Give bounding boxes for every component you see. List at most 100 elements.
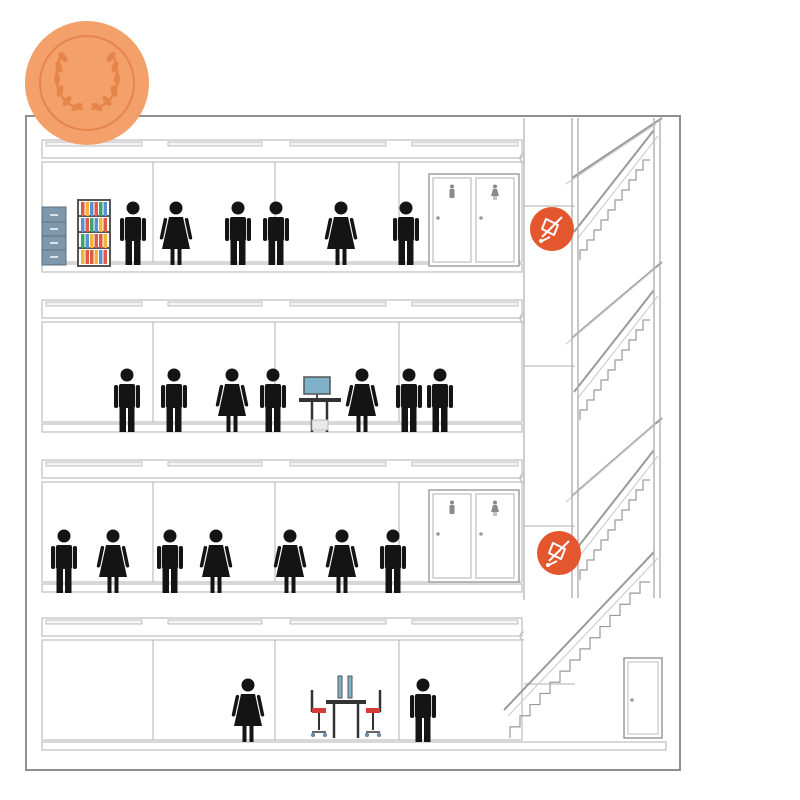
- book: [85, 202, 89, 216]
- book: [90, 202, 94, 216]
- laurel-branch: [90, 52, 120, 111]
- office-chair: [364, 690, 382, 738]
- handrail-inner: [577, 455, 659, 559]
- standing-desk: [299, 376, 341, 432]
- laurel-leaf: [54, 73, 60, 85]
- wall-joint: [519, 313, 525, 323]
- male-restroom-icon: [449, 184, 455, 198]
- door-knob: [479, 532, 483, 536]
- occupants: [51, 201, 453, 742]
- handrail: [573, 449, 655, 553]
- handrail-inner: [565, 123, 657, 185]
- book: [81, 250, 85, 264]
- stair-steps: [579, 479, 650, 580]
- handrail-inner: [577, 295, 659, 399]
- exit-door: [623, 657, 663, 739]
- laurel-wreath-badge-icon: [25, 21, 149, 145]
- building-outline: [25, 115, 681, 771]
- book: [94, 218, 98, 232]
- chair-seat: [312, 708, 326, 713]
- ceiling-light: [411, 141, 519, 147]
- laurel-leaf: [56, 85, 64, 97]
- restroom-door-female: [475, 493, 515, 579]
- book: [94, 250, 98, 264]
- stair-flight: [573, 129, 659, 260]
- male-person-icon: [260, 368, 286, 432]
- female-person-icon: [96, 529, 130, 593]
- ceiling-light: [411, 619, 519, 625]
- laurel-leaf: [62, 96, 72, 106]
- ceiling-beam: [41, 139, 523, 159]
- stair-flight: [565, 117, 663, 185]
- book: [85, 234, 89, 248]
- wall-joint: [519, 631, 525, 641]
- desk-top: [299, 398, 341, 402]
- laurel-branch: [54, 52, 84, 111]
- handrail: [573, 289, 655, 393]
- stair-flight: [573, 289, 659, 420]
- exit-door-panel: [627, 661, 659, 735]
- male-person-icon: [120, 201, 146, 265]
- door-knob: [479, 216, 483, 220]
- male-person-icon: [51, 529, 77, 593]
- monitor: [337, 675, 343, 699]
- staircase: [503, 117, 663, 738]
- book: [99, 234, 103, 248]
- male-person-icon: [161, 368, 187, 432]
- female-person-icon: [324, 201, 358, 265]
- book: [103, 202, 107, 216]
- laurel-leaf: [71, 103, 83, 111]
- ceiling-light: [45, 619, 143, 625]
- female-person-icon: [159, 201, 193, 265]
- floor-slab: [41, 741, 667, 751]
- book: [103, 218, 107, 232]
- handrail-inner: [565, 267, 657, 345]
- female-person-icon: [199, 529, 233, 593]
- book: [94, 234, 98, 248]
- male-restroom-icon: [449, 500, 455, 514]
- stair-steps: [579, 319, 650, 420]
- ceiling-beam: [41, 617, 523, 637]
- laurel-leaf: [106, 52, 116, 62]
- book: [94, 202, 98, 216]
- handrail: [571, 117, 663, 179]
- ceiling-light: [45, 301, 143, 307]
- door-knob: [436, 532, 440, 536]
- handrail: [503, 551, 655, 711]
- laurel-leaf: [102, 96, 112, 106]
- female-person-icon: [325, 529, 359, 593]
- evacuation-chair-icon: [530, 207, 574, 251]
- female-restroom-icon: [491, 500, 499, 516]
- stair-flight: [573, 449, 659, 580]
- book: [99, 218, 103, 232]
- restroom-doors: [428, 173, 520, 267]
- male-person-icon: [427, 368, 453, 432]
- male-person-icon: [410, 678, 436, 742]
- ceiling-light: [411, 301, 519, 307]
- ceiling-light: [289, 301, 387, 307]
- desk-top: [326, 700, 366, 704]
- ceiling-light: [167, 461, 263, 467]
- book: [90, 218, 94, 232]
- female-restroom-icon: [491, 184, 499, 200]
- evacuation-chair-icon: [537, 531, 581, 575]
- handrail: [573, 129, 655, 233]
- stair-flight: [503, 551, 659, 738]
- handrail-inner: [565, 423, 657, 503]
- male-person-icon: [263, 201, 289, 265]
- book: [99, 250, 103, 264]
- book: [85, 218, 89, 232]
- laurel-leaf: [55, 61, 63, 73]
- book: [90, 250, 94, 264]
- book: [90, 234, 94, 248]
- bookshelf: [77, 199, 111, 267]
- book: [81, 218, 85, 232]
- female-person-icon: [215, 368, 249, 432]
- book: [85, 250, 89, 264]
- floor-level: [41, 617, 667, 751]
- laurel-leaf: [110, 85, 118, 97]
- handrail: [571, 417, 663, 497]
- male-person-icon: [114, 368, 140, 432]
- floor-slab: [41, 423, 523, 433]
- laurel-leaf: [114, 73, 120, 85]
